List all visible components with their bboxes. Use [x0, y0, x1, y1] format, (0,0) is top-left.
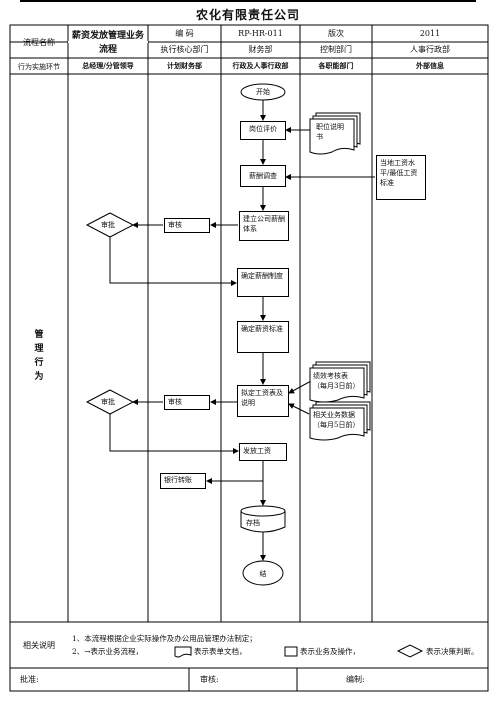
- start-terminal: [240, 83, 286, 101]
- draft-payroll-node: 拟定工资表及说明: [237, 385, 289, 417]
- control-dept: 控制部门: [320, 45, 352, 54]
- notes-line-2d: 表示决策判断。: [426, 647, 479, 656]
- set-system-node: 确定薪酬制度: [237, 268, 289, 297]
- document-title: 农化有限责任公司: [195, 8, 300, 22]
- review-field-label: 审核:: [200, 675, 219, 684]
- lane-2-header: 计划财务部: [167, 61, 202, 70]
- pay-salary-node: 发放工资: [239, 443, 287, 461]
- exec-core-dept: 执行核心部门: [160, 45, 209, 54]
- legend-process-icon: [284, 646, 298, 657]
- end-label: 结: [259, 570, 267, 578]
- version-value: 2011: [419, 29, 441, 38]
- approve1-label: 审批: [101, 221, 115, 229]
- review1-node: 审核: [164, 218, 210, 233]
- approve-field-label: 批准:: [20, 675, 39, 684]
- perf-table-label: 绩效考核表（每月3日前）: [313, 372, 360, 390]
- version-label: 版次: [328, 29, 344, 38]
- notes-line-2b: 表示表单文档，: [194, 647, 247, 656]
- legend-doc-icon: [174, 646, 192, 658]
- notes-line-2c: 表示业务及操作，: [300, 647, 360, 656]
- compile-field-label: 编制:: [346, 675, 365, 684]
- process-name: 薪资发放管理业务流程: [71, 31, 144, 55]
- executor-label: 行为实施环节: [18, 63, 60, 71]
- lane-5-header: 外部信息: [416, 61, 444, 70]
- start-label: 开始: [256, 88, 270, 96]
- legend-decision-icon: [396, 644, 424, 658]
- end-terminal: [242, 560, 284, 586]
- job-desc-label: 职位说明书: [316, 123, 344, 141]
- archive-label: 存档: [246, 519, 260, 527]
- notes-line-2a: 2、→表示业务流程，: [72, 647, 144, 656]
- management-behavior-label: 管理行为: [34, 330, 44, 382]
- hr-admin-dept: 人事行政部: [410, 45, 450, 54]
- code-label: 编 码: [175, 29, 194, 38]
- business-data-doc: [309, 407, 365, 441]
- notes-label: 相关说明: [23, 641, 55, 650]
- archive-cylinder: [240, 511, 286, 533]
- salary-survey-node: 薪酬调查: [240, 165, 286, 187]
- approve2-diamond: [85, 389, 135, 415]
- approve1-diamond: [85, 212, 135, 238]
- build-system-node: 建立公司薪酬体系: [239, 211, 289, 241]
- bank-transfer-node: 银行转账: [160, 473, 206, 489]
- review2-node: 审核: [164, 395, 210, 410]
- job-desc-doc: [309, 118, 355, 155]
- finance-dept: 财务部: [248, 45, 273, 54]
- notes-line-1: 1、本流程根据企业实际操作及办公用品管理办法制定；: [72, 634, 257, 643]
- lane-4-header: 各职能部门: [318, 61, 354, 70]
- job-eval-node: 岗位评价: [240, 121, 286, 140]
- process-name-label: 流程名称: [23, 38, 55, 47]
- business-data-label: 相关业务数据（每月5日前）: [313, 411, 360, 429]
- set-standard-node: 确定薪资标准: [237, 321, 289, 353]
- approve2-label: 审批: [101, 398, 115, 406]
- code-value: RP-HR-011: [238, 29, 283, 38]
- lane-1-header: 总经理/分管领导: [82, 61, 134, 70]
- local-salary-info: 当地工资水平/最低工资标准: [376, 155, 426, 200]
- top-rule: [20, 0, 476, 2]
- lane-3-header: 行政及人事行政部: [232, 61, 289, 70]
- perf-table-doc: [309, 367, 365, 403]
